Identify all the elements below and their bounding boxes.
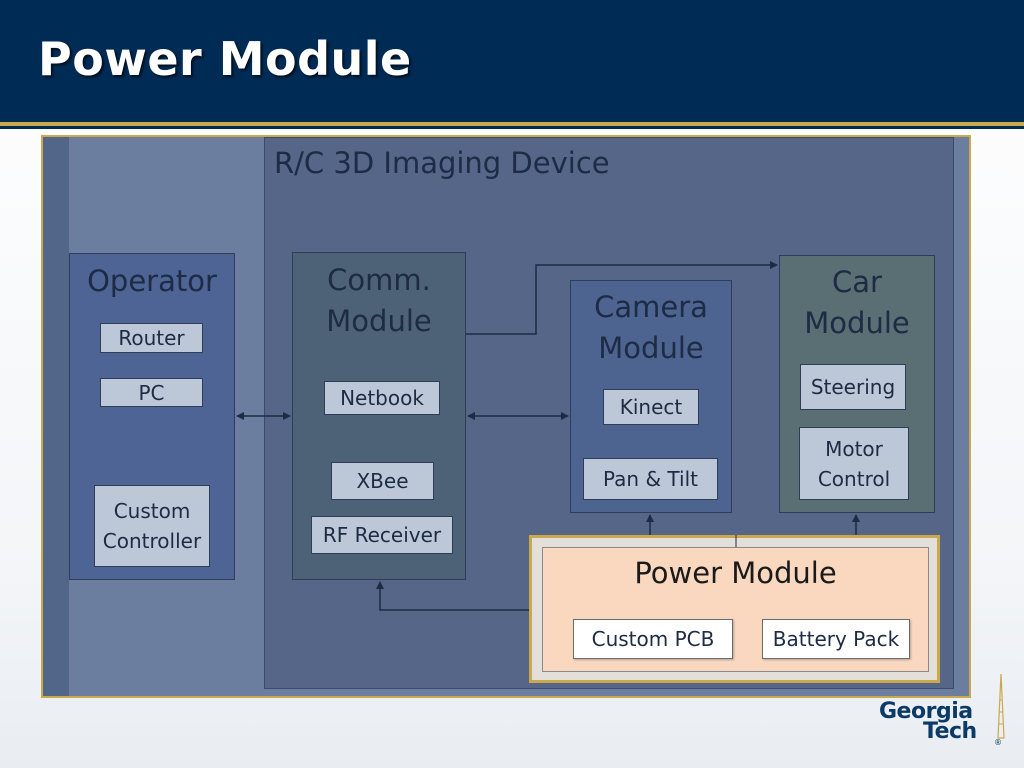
link-power-comm bbox=[376, 581, 529, 611]
camera-pan-tilt: Pan & Tilt bbox=[583, 458, 718, 500]
title-bar bbox=[0, 0, 1024, 122]
tower-icon bbox=[997, 673, 1005, 739]
operator-title: Operator bbox=[87, 264, 217, 298]
logo-georgia: Georgia bbox=[879, 699, 973, 724]
logo-tech: Tech bbox=[923, 719, 977, 744]
operator-pc: PC bbox=[100, 378, 203, 407]
title-rule-gold bbox=[0, 122, 1024, 126]
diagram-left-strip bbox=[43, 137, 69, 696]
device-title: R/C 3D Imaging Device bbox=[274, 146, 610, 180]
operator-router: Router bbox=[100, 323, 203, 353]
link-comm-car bbox=[466, 261, 778, 335]
comm-rf-receiver: RF Receiver bbox=[311, 516, 453, 554]
operator-custom-controller: Custom Controller bbox=[94, 485, 210, 567]
power-title: Power Module bbox=[634, 556, 837, 590]
power-battery-pack: Battery Pack bbox=[762, 619, 910, 659]
car-motor-control: Motor Control bbox=[799, 427, 909, 500]
comm-netbook: Netbook bbox=[324, 381, 440, 415]
logo-registered-mark: ® bbox=[994, 738, 1002, 747]
camera-title: Camera Module bbox=[594, 290, 708, 365]
power-custom-pcb: Custom PCB bbox=[573, 619, 733, 659]
car-steering: Steering bbox=[800, 364, 906, 410]
slide-title: Power Module bbox=[38, 32, 412, 86]
comm-title: Comm. Module bbox=[326, 263, 432, 338]
comm-xbee: XBee bbox=[331, 462, 434, 500]
title-rule-navy bbox=[0, 126, 1024, 129]
camera-kinect: Kinect bbox=[603, 389, 699, 425]
car-title: Car Module bbox=[804, 265, 910, 340]
